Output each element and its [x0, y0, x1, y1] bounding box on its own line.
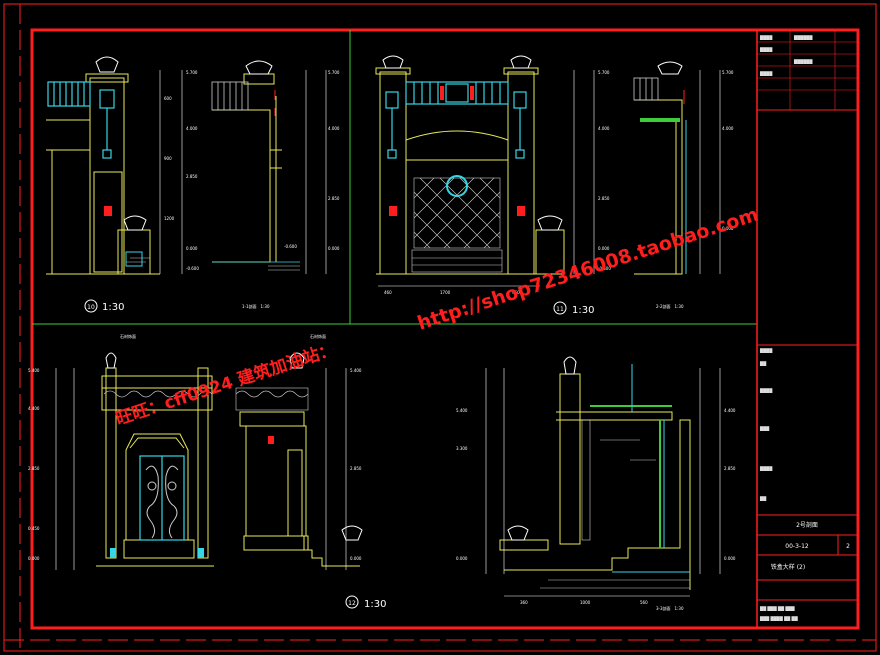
section-3-3: 5.400 3.300 0.000 4.400 2.850 0.000 360 1000 5… — [456, 356, 736, 611]
svg-text:5.700: 5.700 — [598, 70, 610, 75]
svg-text:████: ████ — [759, 35, 773, 40]
drawing-number-10-label: 10 — [87, 304, 95, 311]
svg-text:0.000: 0.000 — [350, 556, 362, 561]
svg-text:560: 560 — [640, 600, 648, 605]
scale-label-11: 1:30 — [572, 305, 594, 316]
svg-text:0.000: 0.000 — [722, 226, 734, 231]
outer-frame — [3, 3, 877, 652]
drawing-number-11-label: 11 — [556, 306, 564, 313]
svg-text:████: ████ — [759, 47, 773, 52]
svg-text:███ ████ ██ ██: ███ ████ ██ ██ — [759, 616, 799, 621]
svg-text:2.850: 2.850 — [28, 466, 40, 471]
svg-text:0.000: 0.000 — [598, 246, 610, 251]
svg-text:4.000: 4.000 — [328, 126, 340, 131]
svg-text:2.850: 2.850 — [350, 466, 362, 471]
svg-text:石材饰面: 石材饰面 — [310, 333, 326, 339]
svg-text:██: ██ — [759, 361, 767, 366]
svg-text:5.700: 5.700 — [186, 70, 198, 75]
svg-text:██: ██ — [759, 496, 767, 501]
svg-text:███: ███ — [759, 426, 770, 431]
elevation-12: 5.400 4.400 2.850 0.450 0.000 5.400 2.850 0.0… — [28, 333, 386, 610]
inner-frame — [30, 28, 860, 630]
svg-text:██████: ██████ — [793, 35, 813, 40]
svg-text:3.300: 3.300 — [456, 446, 468, 451]
svg-text:██████: ██████ — [793, 59, 813, 64]
drawing-number-12-label: 12 — [348, 600, 356, 607]
svg-text:████: ████ — [759, 348, 773, 353]
scale-label-12: 1:30 — [364, 599, 386, 610]
svg-text:5.400: 5.400 — [350, 368, 362, 373]
svg-text:-0.600: -0.600 — [284, 244, 297, 249]
svg-text:5.400: 5.400 — [28, 368, 40, 373]
svg-text:石材饰面: 石材饰面 — [120, 333, 136, 339]
elevation-11: 460 1700 460 5.700 4.000 2.850 0.000 -0.600 5… — [375, 55, 734, 316]
drawing-number-12 — [345, 595, 359, 609]
watermark-contact: 旺旺：cff0924 建筑加油站： — [113, 339, 338, 430]
drawing-number-10 — [84, 299, 98, 313]
svg-text:5.700: 5.700 — [328, 70, 340, 75]
svg-text:2-2剖面 1:30: 2-2剖面 1:30 — [656, 303, 684, 309]
svg-text:██ ███ ██ ███: ██ ███ ██ ███ — [759, 606, 796, 611]
svg-text:4.400: 4.400 — [724, 408, 736, 413]
title-sheet-no: 2 — [846, 543, 850, 550]
svg-text:5.700: 5.700 — [722, 70, 734, 75]
svg-text:2.850: 2.850 — [724, 466, 736, 471]
svg-text:900: 900 — [164, 156, 172, 161]
title-project: 铁盒大样 (2) — [771, 563, 805, 571]
svg-text:600: 600 — [164, 96, 172, 101]
elevation-10: 5.700 4.000 2.850 0.000 -0.600 600 900 1200 — [46, 56, 340, 313]
svg-text:360: 360 — [520, 600, 528, 605]
drawing-number-11 — [553, 301, 567, 315]
title-block: ██████████ ██████████ ████ ██████ ██████… — [756, 29, 859, 629]
svg-text:0.000: 0.000 — [186, 246, 198, 251]
svg-text:4.400: 4.400 — [28, 406, 40, 411]
scale-label-10: 1:30 — [102, 302, 124, 313]
svg-text:0.000: 0.000 — [456, 556, 468, 561]
svg-text:4.000: 4.000 — [186, 126, 198, 131]
svg-text:0.000: 0.000 — [28, 556, 40, 561]
svg-text:-0.600: -0.600 — [598, 266, 611, 271]
svg-text:5.400: 5.400 — [456, 408, 468, 413]
svg-text:-0.600: -0.600 — [186, 266, 199, 271]
svg-text:460: 460 — [512, 290, 520, 295]
svg-text:████: ████ — [759, 71, 773, 76]
svg-text:460: 460 — [384, 290, 392, 295]
svg-text:1-1剖面 1:30: 1-1剖面 1:30 — [242, 303, 270, 309]
svg-text:1200: 1200 — [164, 216, 175, 221]
title-drawing-no: 00-3-12 — [785, 543, 809, 550]
title-drawing-name: 2号剖面 — [796, 521, 818, 529]
svg-text:2.850: 2.850 — [598, 196, 610, 201]
svg-text:1700: 1700 — [440, 290, 451, 295]
svg-text:1000: 1000 — [580, 600, 591, 605]
svg-text:0.000: 0.000 — [724, 556, 736, 561]
svg-text:0.000: 0.000 — [328, 246, 340, 251]
svg-text:4.000: 4.000 — [598, 126, 610, 131]
svg-text:2.850: 2.850 — [186, 174, 198, 179]
svg-text:2.850: 2.850 — [328, 196, 340, 201]
svg-text:0.450: 0.450 — [28, 526, 40, 531]
svg-text:████: ████ — [759, 466, 773, 471]
svg-text:3-3剖面 1:30: 3-3剖面 1:30 — [656, 605, 684, 611]
svg-text:████: ████ — [759, 388, 773, 393]
svg-text:4.000: 4.000 — [722, 126, 734, 131]
